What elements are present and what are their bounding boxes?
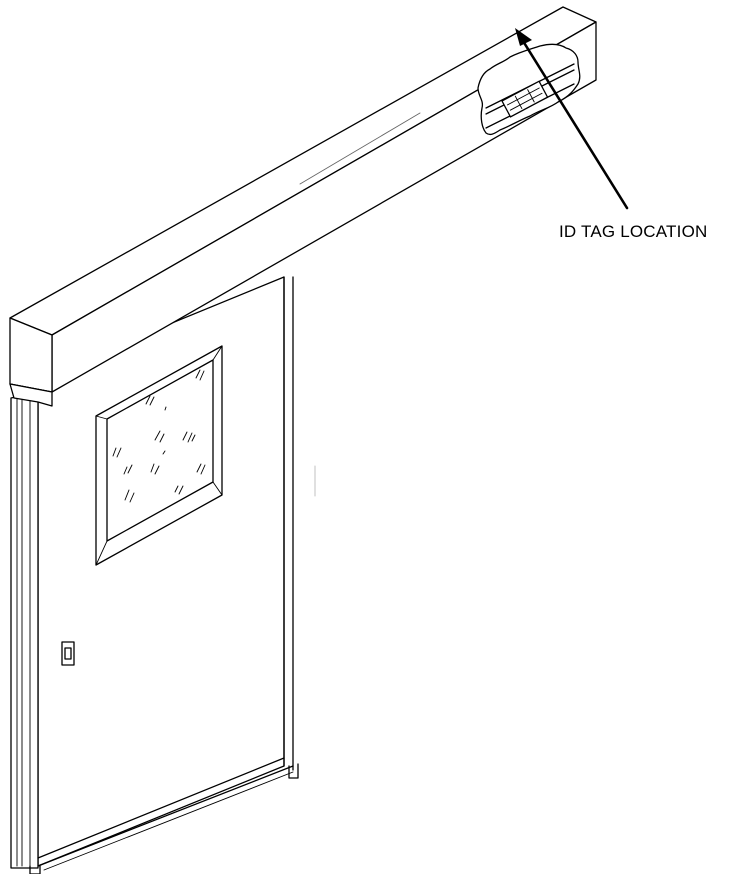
- id-tag: [501, 80, 549, 118]
- id-tag-cutaway: [477, 43, 581, 136]
- door-handle: [61, 641, 75, 666]
- callout-arrow: [515, 28, 629, 210]
- operator-header: [9, 6, 597, 407]
- id-tag-location-label: ID TAG LOCATION: [559, 222, 708, 241]
- glass-reflections: [112, 369, 206, 503]
- door-window: [95, 345, 223, 566]
